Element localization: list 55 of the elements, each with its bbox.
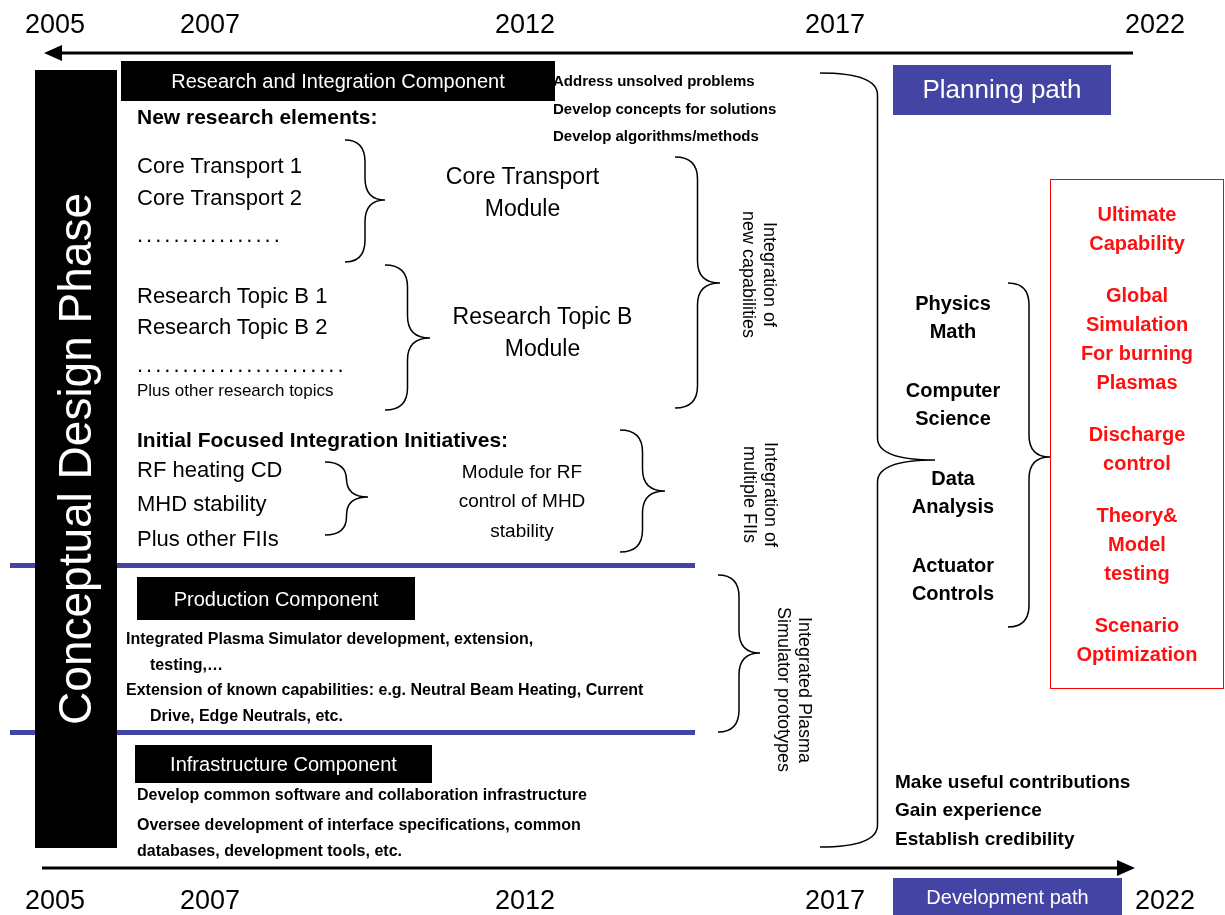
goal-text: Theory& Model testing <box>1095 502 1179 586</box>
discipline-label: Physics Math <box>914 291 992 344</box>
year-label: 2005 <box>23 8 87 41</box>
discipline-label: Computer Science <box>904 378 1002 431</box>
integration-label: Integration of multiple FIIs <box>738 441 782 550</box>
description-text: Extension of known capabilities: e.g. Neutral Beam Heating, Current Drive, Edge Neutrals, etc. <box>126 680 645 726</box>
year-label: 2017 <box>803 8 867 41</box>
path-banner: Development path <box>893 878 1122 915</box>
year-label: 2022 <box>1133 884 1197 915</box>
phase-bar <box>35 70 117 848</box>
task-text: Develop concepts for solutions <box>553 100 777 118</box>
item-text: Plus other FIIs <box>137 526 279 553</box>
item-text: Core Transport 2 <box>137 185 303 212</box>
description-text: Integrated Plasma Simulator development, extension, testing,… <box>126 629 535 675</box>
item-text: Research Topic B 2 <box>137 314 328 341</box>
year-label: 2022 <box>1123 8 1187 41</box>
discipline-label: Actuator Controls <box>910 553 996 606</box>
component-header: Research and Integration Component <box>121 61 555 101</box>
task-text: Address unsolved problems <box>553 72 755 90</box>
module-label: Research Topic B Module <box>451 302 634 364</box>
year-label: 2007 <box>178 884 242 915</box>
outcome-text: Gain experience <box>895 799 1042 822</box>
ellipsis-text: ....................... <box>137 352 347 379</box>
component-header: Infrastructure Component <box>135 745 432 783</box>
year-label: 2012 <box>493 884 557 915</box>
year-label: 2012 <box>493 8 557 41</box>
outcome-text: Make useful contributions <box>895 771 1131 794</box>
item-text: Research Topic B 1 <box>137 283 328 310</box>
year-label: 2017 <box>803 884 867 915</box>
item-text: RF heating CD <box>137 457 283 484</box>
module-label: Module for RF control of MHD stability <box>457 460 587 543</box>
goal-text: Global Simulation For burning Plasmas <box>1079 282 1195 395</box>
item-text: Core Transport 1 <box>137 153 303 180</box>
section-heading: Initial Focused Integration Initiatives: <box>137 427 509 453</box>
section-heading: New research elements: <box>137 104 378 130</box>
description-text: Develop common software and collaboration infrastructure <box>137 785 587 805</box>
task-text: Develop algorithms/methods <box>553 127 759 145</box>
description-text: Oversee development of interface specifications, common databases, development tools, etc. <box>137 815 582 862</box>
goal-text: Scenario Optimization <box>1075 612 1199 667</box>
discipline-label: Data Analysis <box>910 466 996 519</box>
year-label: 2005 <box>23 884 87 915</box>
integration-label: Integration of new capabilities <box>737 210 781 341</box>
item-text: MHD stability <box>137 491 267 518</box>
year-label: 2007 <box>178 8 242 41</box>
module-label: Core Transport Module <box>444 162 601 224</box>
outcome-text: Establish credibility <box>895 828 1075 851</box>
ellipsis-text: ................ <box>137 222 283 249</box>
integration-label: Integrated Plasma Simulator prototypes <box>772 606 816 775</box>
phase-title: Conceptual Design Phase <box>48 193 103 725</box>
component-header: Production Component <box>137 577 415 620</box>
path-banner: Planning path <box>893 65 1111 115</box>
goals-box <box>1050 179 1224 689</box>
goal-text: Ultimate Capability <box>1088 201 1186 256</box>
goal-text: Discharge control <box>1087 421 1187 476</box>
item-text: Plus other research topics <box>137 381 334 402</box>
